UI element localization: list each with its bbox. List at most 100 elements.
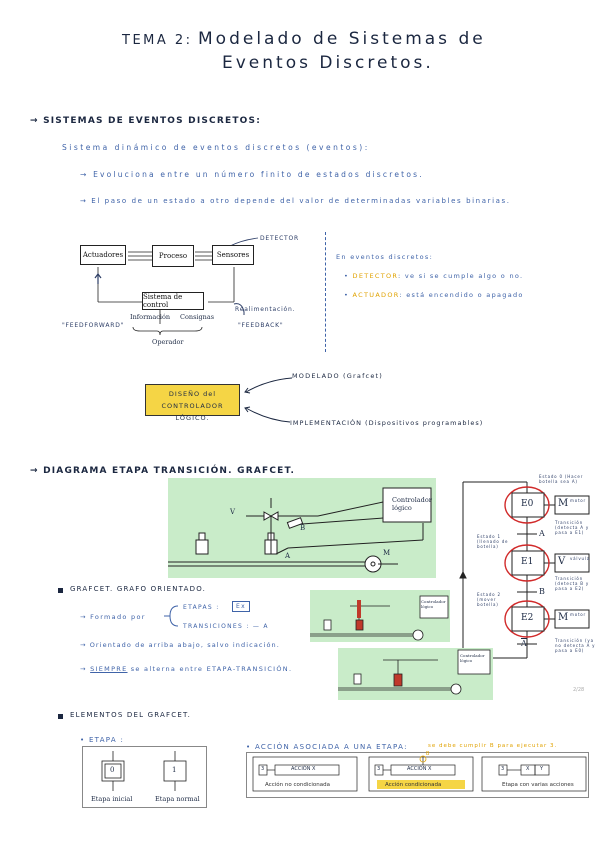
grafcet-e0: E0 [521, 499, 534, 509]
sensores-box: Sensores [212, 245, 254, 265]
section-heading-sed: → SISTEMAS DE EVENTOS DISCRETOS: [30, 116, 262, 126]
dashed-divider [325, 232, 326, 352]
plant-diagram-small-2: Controlador lógico [338, 648, 493, 700]
point-binary-vars: → El paso de un estado a otro depende de… [80, 197, 511, 205]
plant-small-1-drawing [310, 595, 449, 641]
detector-note: DETECTOR [260, 235, 300, 242]
sensor-b-label: B [300, 524, 306, 532]
title-prefix: TEMA 2: [122, 33, 193, 48]
note-e0: Estado 0 (Hacer botella sea A) [539, 474, 584, 484]
alterna-text: se alterna entre ETAPA-TRANSICIÓN. [130, 665, 293, 673]
bullet-square-2 [58, 714, 63, 719]
diseno-controlador-box: DISEÑO del CONTROLADOR LÓGICO. [145, 384, 240, 422]
etapa-label: • ETAPA : [80, 736, 125, 744]
page-title-line2: Eventos Discretos. [222, 53, 434, 73]
orientado-point: → Orientado de arriba abajo, salvo indic… [80, 641, 280, 649]
definition-text: Sistema dinámico de eventos discretos (e… [62, 143, 370, 152]
actuador-term: ACTUADOR [352, 291, 400, 299]
proceso-box: Proceso [152, 245, 194, 267]
grafcet-diagram: E0 E1 E2 M V M motor válvula motor A B A… [455, 472, 600, 702]
accion1-text: ACCIÓN X [291, 766, 316, 772]
accion-figure: 3 ACCIÓN X Acción no condicionada 3 ACCI… [246, 751, 589, 798]
accion2-num: 3 [377, 766, 381, 772]
accion-note: se debe cumplir B para ejecutar 3. [428, 743, 558, 749]
informacion-label: Información [130, 313, 171, 321]
etapa-ex-box: Ex [232, 601, 250, 612]
siempre-word: SIEMPRE [90, 665, 128, 673]
grafcet-drawing [459, 481, 590, 659]
design-arrows [244, 377, 293, 423]
block-diagram: Actuadores Proceso Sensores Sistema de c… [60, 232, 320, 357]
transition-a: A [539, 529, 545, 538]
sensor-a-label: A [285, 552, 291, 560]
plant-drawing [168, 487, 432, 573]
bullet-square-1 [58, 588, 63, 593]
actuador-line: • ACTUADOR: está encendido o apagado [344, 291, 524, 299]
note-e1: Estado 1 (llenado de botella) [477, 534, 509, 549]
accion3-x: X [526, 766, 530, 772]
note-e2: Estado 2 (mover botella) [477, 592, 501, 607]
block-diagram-arrows [94, 237, 259, 336]
accion3-caption: Etapa con varias acciones [502, 782, 574, 788]
eventos-heading: En eventos discretos: [336, 253, 434, 261]
feedback-note: "FEEDBACK" [238, 322, 284, 329]
action-v: V [558, 556, 566, 567]
siempre-point: → SIEMPRE se alterna entre ETAPA-TRANSIC… [80, 665, 293, 673]
etapa-normal-num: 1 [172, 766, 177, 774]
accion2-caption: Acción condicionada [385, 782, 442, 788]
detector-term: DETECTOR [352, 272, 399, 280]
note-t1: Transición (detecta A y pasa a E1) [555, 520, 590, 535]
page-number: 2/28 [573, 687, 585, 693]
consignas-label: Consignas [180, 313, 215, 321]
accion-drawing [252, 755, 587, 792]
action-m1: M [558, 498, 569, 509]
transition-a-bar: A [521, 639, 527, 648]
etapa-inicial-num: 0 [110, 766, 115, 774]
etapas-label: ETAPAS : [183, 604, 220, 611]
controlador-label: Controlador lógico [392, 496, 432, 512]
point-finite-states: → Evoluciona entre un número finito de e… [80, 170, 424, 179]
note-t2: Transición (detecta B y pasa a E2) [555, 576, 590, 591]
transition-b: B [539, 587, 545, 596]
action-m1-note: motor [570, 498, 587, 503]
brace-icon [164, 605, 179, 627]
accion1-num: 3 [261, 766, 265, 772]
elementos-heading: ELEMENTOS DEL GRAFCET. [70, 711, 192, 719]
sistema-control-box: Sistema de control [142, 292, 204, 310]
detector-line: • DETECTOR: ve si se cumple algo o no. [344, 272, 524, 280]
plant-diagram: Controlador lógico V B A M [168, 478, 436, 578]
grafcet-e2: E2 [521, 613, 534, 623]
page-title-line1: Modelado de Sistemas de [198, 29, 486, 49]
actuadores-box: Actuadores [80, 245, 126, 265]
etapa-figure: 0 1 Etapa inicial Etapa normal [82, 746, 207, 808]
motor-m-label: M [383, 549, 391, 557]
plant-small-2-drawing [338, 649, 491, 695]
transiciones-label: TRANSICIONES : — A [183, 623, 269, 630]
feedforward-note: "FEEDFORWARD" [62, 322, 125, 329]
accion3-num: 3 [501, 766, 505, 772]
realimentacion-note: Realimentación. [235, 306, 296, 313]
etapa-normal-caption: Etapa normal [155, 795, 200, 803]
grafcet-grafo-heading: GRAFCET. GRAFO ORIENTADO. [70, 585, 207, 593]
plant-diagram-small-1: Controlador lógico [310, 590, 450, 642]
accion3-y: Y [540, 766, 544, 772]
detector-desc: : ve si se cumple algo o no. [398, 272, 524, 280]
action-m2-note: motor [570, 612, 587, 617]
small-controlador-1: Controlador lógico [421, 599, 446, 609]
etapa-drawing [101, 751, 187, 791]
note-t3: Transición (ya no detecta A y pasa a E0) [555, 638, 596, 653]
valve-v-label: V [230, 508, 236, 516]
formado-por: → Formado por [80, 613, 146, 621]
operador-label: Operador [152, 338, 184, 346]
action-m2: M [558, 612, 569, 623]
section-heading-grafcet: → DIAGRAMA ETAPA TRANSICIÓN. GRAFCET. [30, 466, 296, 476]
accion-label: • ACCIÓN ASOCIADA A UNA ETAPA: [246, 743, 408, 751]
accion2-text: ACCIÓN X [407, 766, 432, 772]
accion1-caption: Acción no condicionada [265, 782, 330, 788]
actuador-desc: : está encendido o apagado [399, 291, 524, 299]
accion2-cond-mark: B [426, 751, 430, 757]
action-v-note: válvula [570, 556, 590, 561]
etapa-inicial-caption: Etapa inicial [91, 795, 133, 803]
small-controlador-2: Controlador lógico [460, 653, 485, 663]
implementacion-label: IMPLEMENTACIÓN (Dispositivos programable… [290, 419, 484, 427]
